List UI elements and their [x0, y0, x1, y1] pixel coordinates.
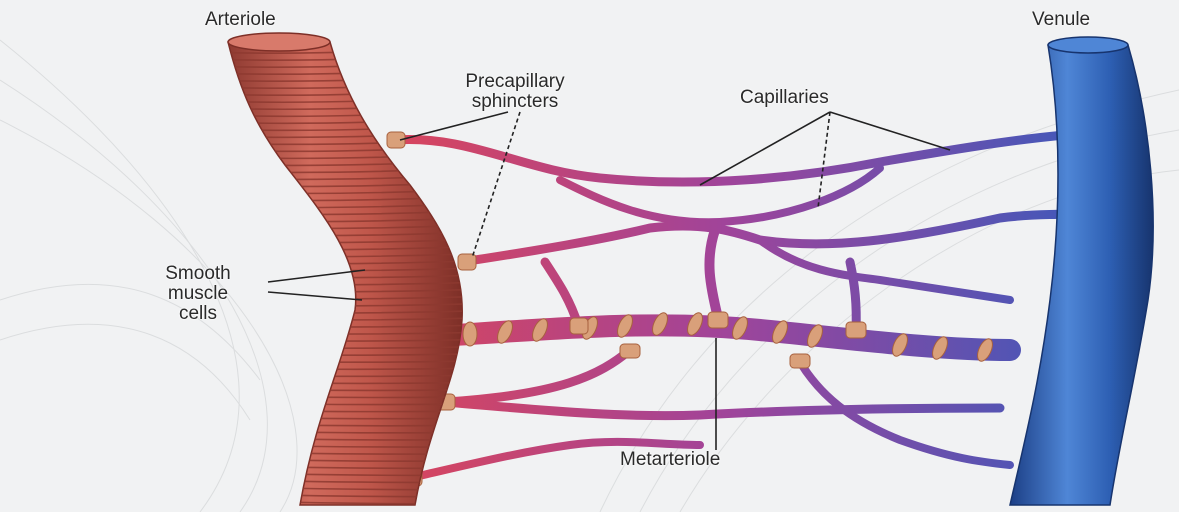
- capillary-lower-b: [445, 402, 1000, 416]
- label-smooth-muscle-cells: Smooth muscle cells: [128, 264, 268, 324]
- capillary-top: [395, 135, 1065, 182]
- leader-capillaries-3: [830, 112, 950, 150]
- capillary-branch-drop2: [709, 230, 718, 318]
- capillary-lower-a: [445, 350, 630, 402]
- capillary-branch-drop: [545, 262, 578, 325]
- label-capillaries: Capillaries: [740, 88, 829, 108]
- label-arteriole: Arteriole: [205, 10, 276, 30]
- leader-precap-1: [400, 112, 508, 140]
- capillary-branch-drop3: [850, 262, 856, 330]
- venule-vessel: [1010, 37, 1153, 505]
- leader-capillaries-2: [818, 112, 830, 208]
- label-smooth-line3: cells: [128, 304, 268, 324]
- label-precapillary-line2: sphincters: [420, 92, 610, 112]
- label-smooth-line2: muscle: [128, 284, 268, 304]
- leader-smooth-1: [268, 270, 365, 282]
- label-smooth-line1: Smooth: [128, 264, 268, 284]
- label-precapillary-line1: Precapillary: [420, 72, 610, 92]
- label-venule: Venule: [1032, 10, 1090, 30]
- label-precapillary-sphincters: Precapillary sphincters: [420, 72, 610, 112]
- leader-precap-2: [472, 112, 520, 258]
- metarteriole-vessel: [455, 311, 1010, 364]
- capillary-mid-right: [760, 240, 1010, 300]
- label-metarteriole: Metarteriole: [620, 450, 720, 470]
- leader-smooth-2: [268, 292, 362, 300]
